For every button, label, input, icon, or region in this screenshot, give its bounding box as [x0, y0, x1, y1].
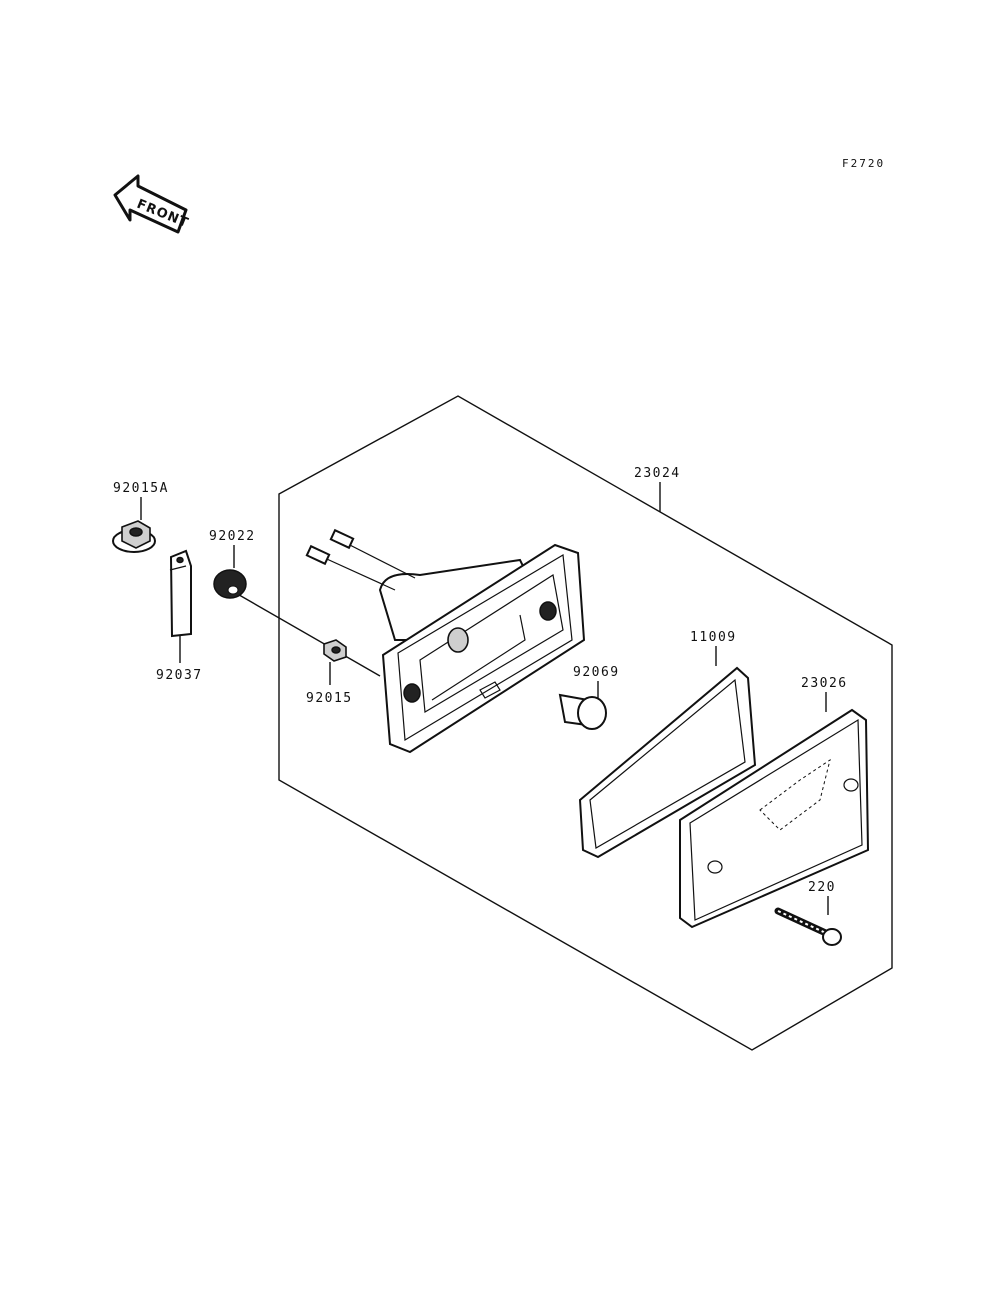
gasket-11009 — [578, 666, 757, 859]
label-23024: 23024 — [634, 466, 681, 481]
clamp-92037 — [169, 549, 192, 638]
label-92069: 92069 — [573, 665, 620, 680]
label-220: 220 — [808, 880, 836, 895]
label-23026: 23026 — [801, 676, 848, 691]
screw-220 — [774, 907, 842, 946]
flange-nut-92015A — [112, 520, 156, 553]
label-92037: 92037 — [156, 668, 203, 683]
washer-92022 — [213, 569, 247, 599]
front-arrow-icon: FRONT — [113, 174, 191, 234]
bulb-92069 — [558, 693, 607, 730]
label-92022: 92022 — [209, 529, 256, 544]
label-92015A: 92015A — [113, 481, 169, 496]
lens-23026 — [679, 708, 870, 929]
figure-code: F2720 — [842, 157, 885, 170]
nut-92015 — [323, 639, 347, 662]
label-92015: 92015 — [306, 691, 353, 706]
label-11009: 11009 — [690, 630, 737, 645]
assembly-outline — [278, 395, 893, 1051]
lamp-housing-23024 — [305, 528, 586, 754]
